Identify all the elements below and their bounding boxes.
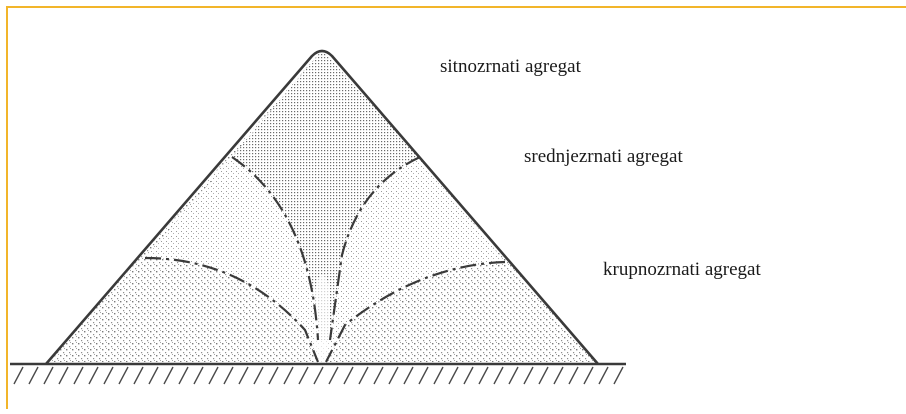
boundary-medium-right (325, 260, 506, 363)
label-medium-aggregate: srednjezrnati agregat (524, 146, 683, 167)
hatch-stroke (208, 366, 219, 385)
hatch-stroke (463, 366, 474, 385)
hatch-stroke (28, 366, 39, 385)
hatch-stroke (523, 366, 534, 385)
hatch-stroke (418, 366, 429, 385)
hatch-stroke (88, 366, 99, 385)
hatch-stroke (493, 366, 504, 385)
hatch-stroke (118, 366, 129, 385)
hatch-stroke (298, 366, 309, 385)
hatch-stroke (478, 366, 489, 385)
hatch-stroke (223, 366, 234, 385)
hatch-stroke (313, 366, 324, 385)
hatch-stroke (448, 366, 459, 385)
boundary-fine-left (231, 156, 320, 341)
hatch-stroke (613, 366, 624, 385)
hatch-stroke (133, 366, 144, 385)
hatch-stroke (43, 366, 54, 385)
hatch-stroke (148, 366, 159, 385)
hatch-stroke (433, 366, 444, 385)
hatch-stroke (343, 366, 354, 385)
label-fine-aggregate: sitnozrnati agregat (440, 56, 581, 77)
hatch-stroke (13, 366, 24, 385)
hatch-stroke (358, 366, 369, 385)
hatch-stroke (568, 366, 579, 385)
hatch-stroke (103, 366, 114, 385)
hatch-stroke (583, 366, 594, 385)
label-coarse-aggregate: krupnozrnati agregat (603, 259, 761, 280)
medium-aggregate-zone (145, 157, 505, 362)
hatch-stroke (163, 366, 174, 385)
hatch-stroke (403, 366, 414, 385)
hatch-stroke (328, 366, 339, 385)
hatch-stroke (508, 366, 519, 385)
pile-outline (45, 49, 599, 365)
boundary-fine-right (328, 156, 421, 341)
zone-boundaries (144, 156, 506, 363)
hatch-stroke (238, 366, 249, 385)
center-channel (315, 275, 330, 362)
hatch-stroke (73, 366, 84, 385)
hatch-stroke (283, 366, 294, 385)
ground-hatching (13, 366, 624, 385)
hatch-stroke (373, 366, 384, 385)
hatch-stroke (268, 366, 279, 385)
hatch-stroke (388, 366, 399, 385)
hatch-stroke (253, 366, 264, 385)
hatch-stroke (553, 366, 564, 385)
hatch-stroke (193, 366, 204, 385)
hatch-stroke (178, 366, 189, 385)
hatch-stroke (598, 366, 609, 385)
boundary-medium-left (144, 256, 320, 363)
hatch-stroke (538, 366, 549, 385)
fine-aggregate-zone (232, 50, 420, 340)
hatch-stroke (58, 366, 69, 385)
